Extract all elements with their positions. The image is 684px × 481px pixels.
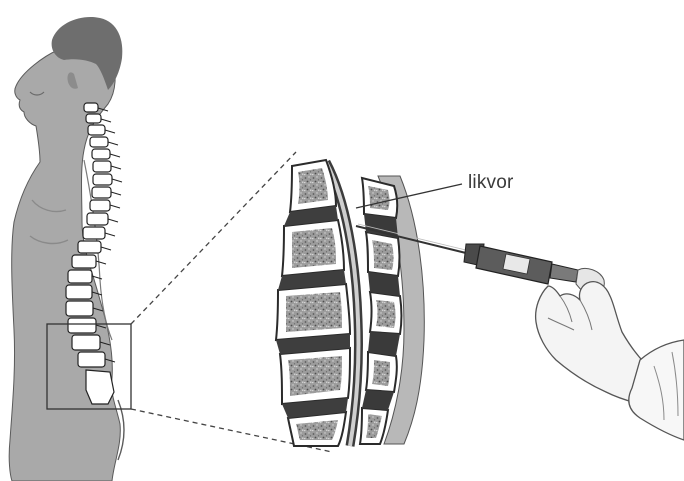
spine-cross-section bbox=[276, 160, 424, 446]
syringe-plunger bbox=[550, 264, 578, 282]
body-silhouette bbox=[9, 47, 120, 481]
gloved-hand-icon bbox=[536, 282, 684, 440]
csf-label: likvor bbox=[468, 172, 514, 194]
zoom-connector-top bbox=[131, 152, 296, 324]
